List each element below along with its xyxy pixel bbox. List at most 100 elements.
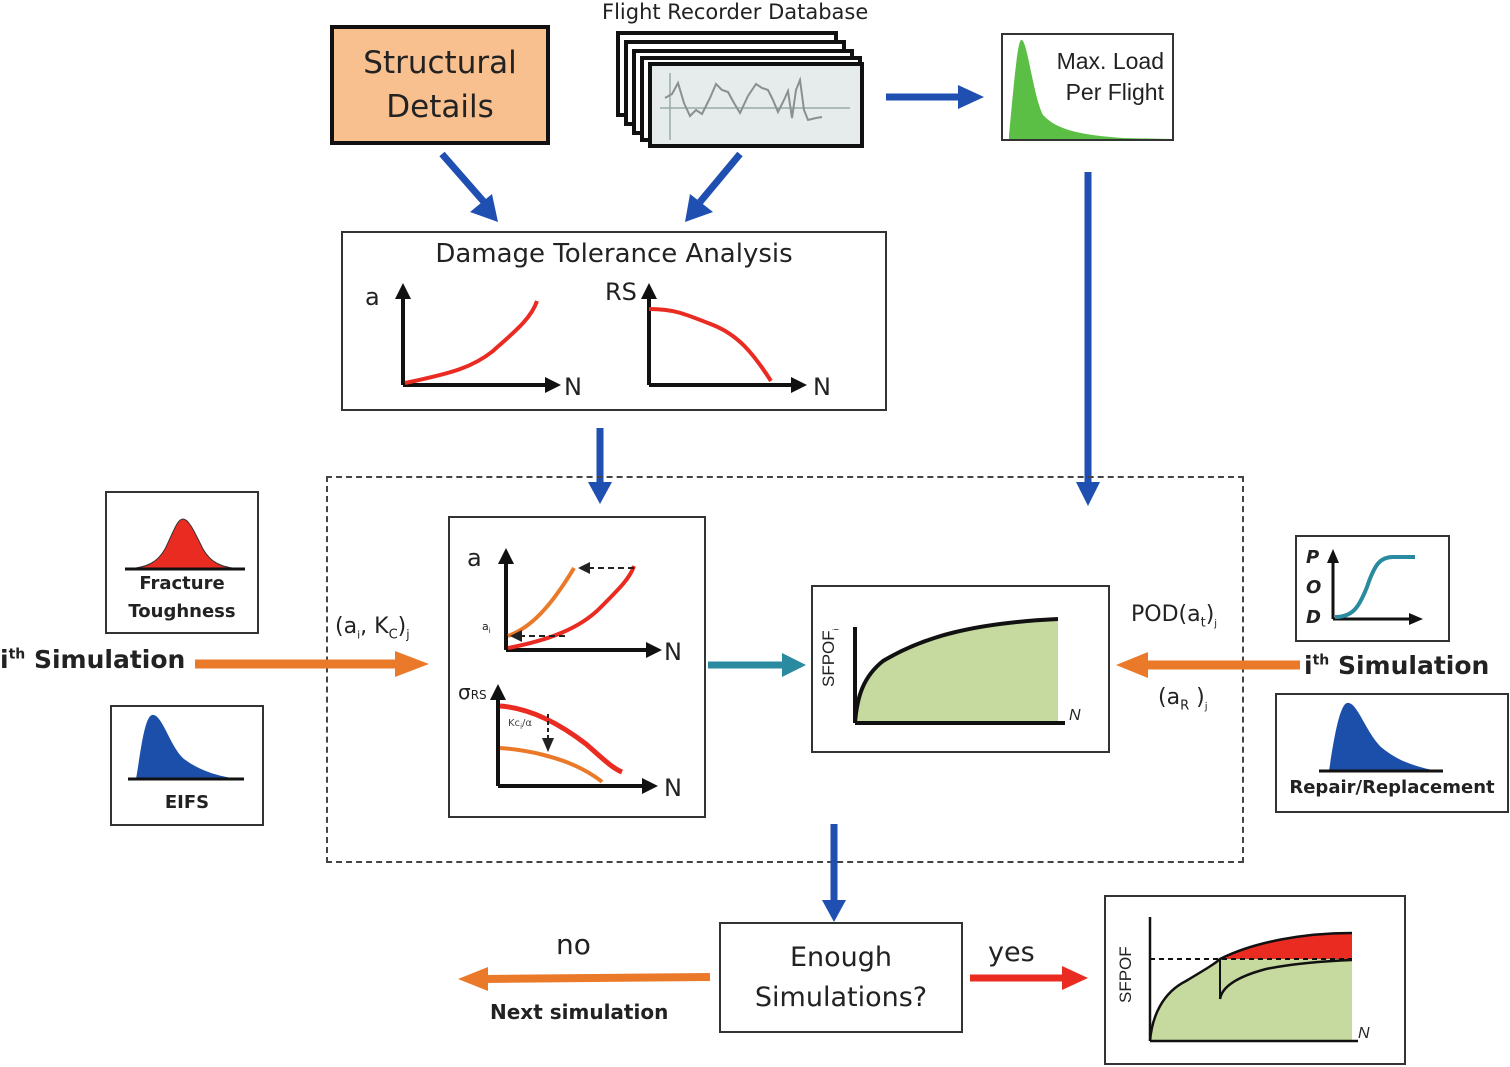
ip-close: ) — [397, 614, 407, 639]
sigma-text: σ — [458, 680, 471, 704]
right-sim-prefix: i — [1304, 651, 1313, 680]
arrow-max-load-down — [1076, 172, 1100, 506]
sfpof-xlabel: N — [1069, 707, 1081, 724]
post-repair-curve — [1218, 958, 1353, 1000]
ar-text: (a — [1158, 685, 1181, 710]
fracture-toughness-line2: Toughness — [128, 601, 236, 622]
pod-sub-t: t — [1200, 615, 1206, 631]
teal-arrow-to-sfpof — [708, 653, 806, 677]
arrow-recorder-to-dta — [685, 194, 713, 222]
decision-line2: Simulations? — [754, 981, 928, 1013]
flight-recorder-title: Flight Recorder Database — [602, 0, 869, 24]
sigma-sub: RS — [470, 688, 487, 702]
sim-bottom-xlabel: N — [664, 774, 682, 802]
repair-label: Repair/Replacement — [1289, 777, 1495, 798]
sfpof-box: SFPOFi N — [811, 585, 1110, 753]
left-sim-text: Simulation — [33, 645, 186, 674]
pod-sub-j: j — [1214, 618, 1218, 630]
yes-label: yes — [988, 937, 1035, 968]
arrows-into-dta — [439, 151, 743, 222]
sim-ai-label: ai — [482, 620, 491, 635]
result-sfpof-box: SFPOF N — [1104, 895, 1406, 1065]
ar-close: ) — [1189, 685, 1205, 710]
sfpof-curve — [853, 617, 1059, 724]
result-xlabel: N — [1358, 1025, 1370, 1042]
damage-tolerance-analysis-box: Damage Tolerance Analysis a N RS N — [341, 231, 887, 411]
orange-arrow-left-input — [195, 651, 429, 677]
sfpof-plot — [853, 617, 1065, 725]
right-sim-sup: th — [1312, 652, 1330, 669]
result-sfpof-plot — [1148, 917, 1358, 1043]
orange-arrow-right-input — [1116, 652, 1300, 678]
fracture-toughness-line1: Fracture — [139, 573, 225, 594]
arrow-to-max-load — [886, 85, 984, 109]
sfpof-area — [855, 619, 1058, 723]
ip-sub-c: C — [388, 627, 398, 643]
left-sim-prefix: i — [0, 645, 9, 674]
result-safe-area — [1150, 959, 1352, 1041]
shifted-crack-curve — [507, 566, 576, 638]
repair-distribution-icon — [1319, 702, 1443, 773]
pod-label: POD(at)j — [1131, 602, 1217, 630]
pod-curve-icon — [1327, 549, 1423, 625]
structural-details-line2: Details — [386, 89, 494, 125]
right-simulation-label: ith Simulation — [1304, 651, 1489, 680]
structural-details-line1: Structural — [363, 45, 517, 81]
structural-details-box: Structural Details — [330, 25, 550, 145]
ar-sub-r: R — [1180, 698, 1190, 714]
pod-d: D — [1306, 607, 1321, 628]
pod-box: P O D — [1295, 535, 1450, 642]
dta-plot1-xlabel: N — [564, 373, 582, 401]
residual-strength-curve — [648, 307, 773, 383]
max-load-distribution-icon — [1009, 39, 1171, 139]
sim-top-ylabel: a — [467, 544, 482, 572]
left-sim-sup: th — [8, 646, 26, 663]
dta-plots — [395, 283, 807, 393]
kc-text: Kc — [508, 718, 521, 729]
skewed-distribution-icon — [128, 714, 244, 781]
dta-plot2-ylabel: RS — [605, 278, 637, 306]
kc-label: Kci/α — [508, 718, 532, 731]
normal-distribution-icon — [125, 518, 245, 571]
ar-label: (aR )j — [1158, 685, 1207, 713]
dta-plot2-xlabel: N — [813, 373, 831, 401]
repair-replacement-box: Repair/Replacement — [1275, 693, 1509, 813]
dta-plot1-ylabel: a — [365, 283, 380, 311]
sim-top-xlabel: N — [664, 638, 682, 666]
arrow-structural-to-dta — [470, 194, 498, 222]
crack-growth-curve — [404, 300, 539, 385]
result-risk-area — [1220, 933, 1352, 959]
original-crack-curve — [507, 565, 636, 650]
ip-sub-i: i — [357, 628, 361, 642]
no-label: no — [556, 928, 591, 961]
orange-arrow-next-simulation — [458, 967, 711, 991]
arrow-to-decision — [822, 824, 846, 922]
dta-title: Damage Tolerance Analysis — [435, 239, 793, 269]
ip-mid: , K — [360, 614, 389, 639]
max-load-box: Max. Load Per Flight — [1001, 33, 1174, 141]
ip-sub-j: j — [406, 627, 410, 642]
original-strength-curve — [499, 703, 624, 775]
pod-close: ) — [1205, 602, 1215, 627]
ip-open: (a — [335, 614, 358, 639]
reduced-strength-curve — [499, 746, 604, 784]
pod-o: O — [1306, 577, 1322, 598]
kc-suffix: /α — [522, 718, 532, 729]
sim-bottom-ylabel: σRS — [458, 680, 487, 704]
input-params-label: (ai, KC)j — [335, 614, 410, 642]
right-sim-text: Simulation — [1337, 651, 1490, 680]
max-load-line2: Per Flight — [1065, 79, 1164, 105]
left-simulation-label: ith Simulation — [0, 645, 185, 674]
red-arrow-yes — [970, 966, 1088, 990]
ai-text: a — [482, 620, 489, 633]
arrow-dta-to-sim — [588, 428, 612, 504]
crack-growth-simulation-box: a N ai σRS N Kci/α — [448, 516, 706, 818]
eifs-box: EIFS — [110, 705, 264, 826]
eifs-label: EIFS — [164, 792, 210, 813]
kc-sub: i — [520, 723, 523, 731]
pod-text: POD(a — [1131, 602, 1201, 627]
sim-plots — [490, 548, 662, 794]
flight-recorder-stack-icon — [616, 31, 864, 148]
decision-box: Enough Simulations? — [719, 922, 963, 1033]
ai-sub: i — [488, 627, 491, 636]
